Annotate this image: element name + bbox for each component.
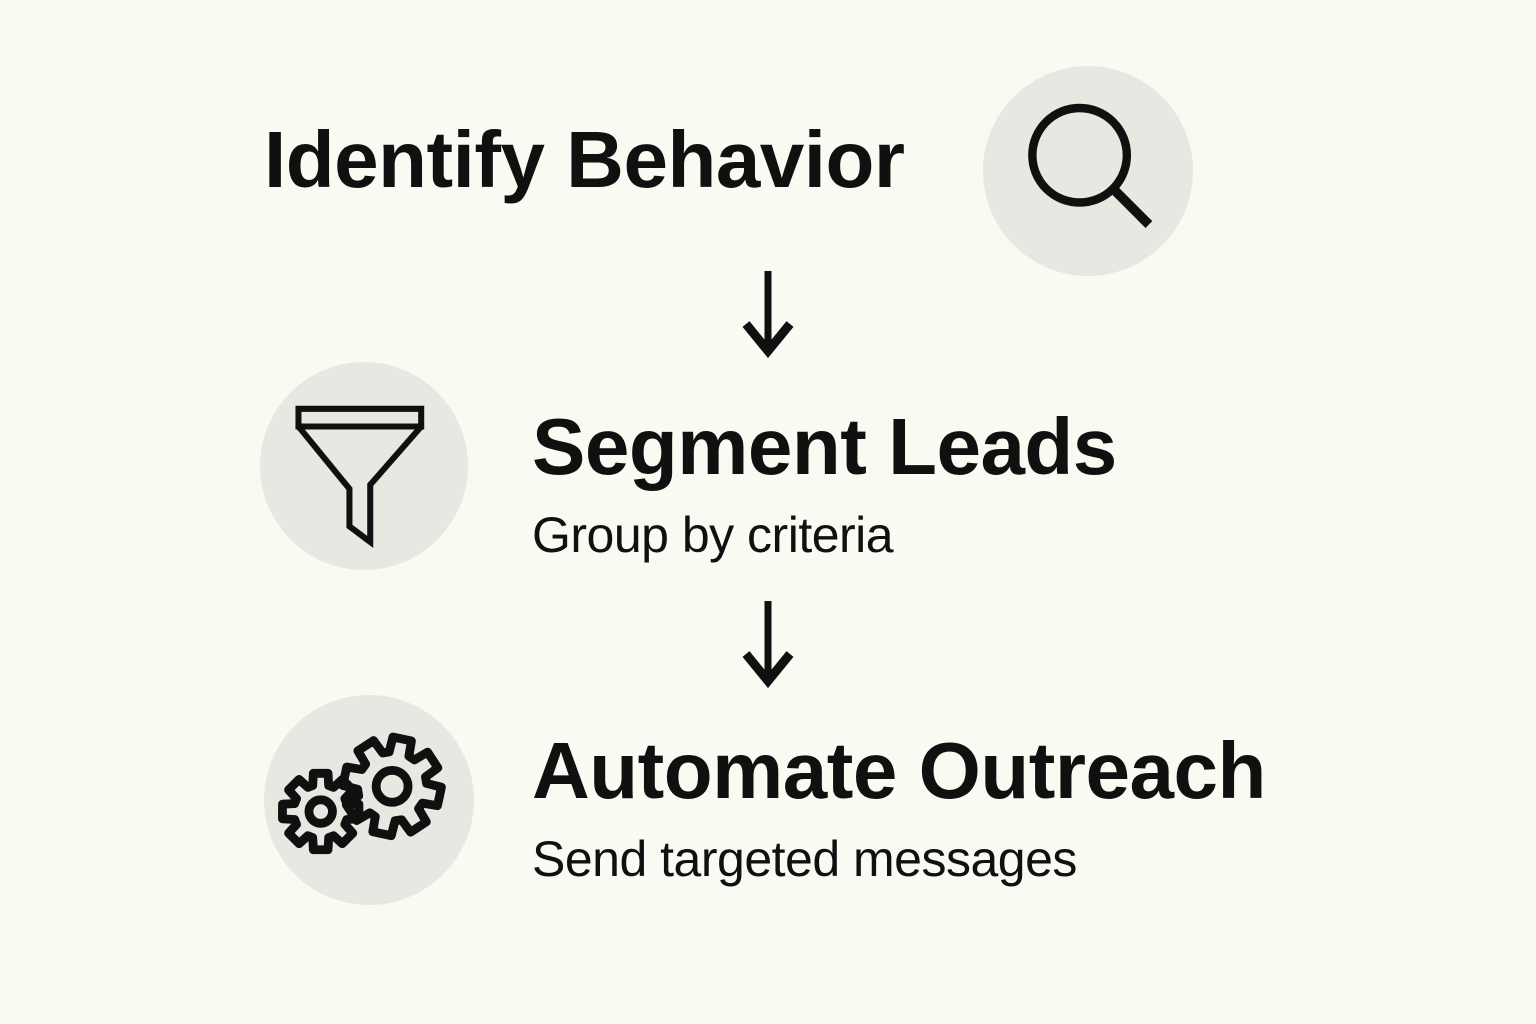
gears-icon <box>278 732 446 855</box>
gears-icon-badge <box>264 695 474 905</box>
down-arrow-icon <box>736 268 800 360</box>
step-subtitle-group-by-criteria: Group by criteria <box>532 507 894 563</box>
search-icon <box>1028 103 1153 228</box>
step-subtitle-send-targeted-messages: Send targeted messages <box>532 831 1077 887</box>
step-title-automate-outreach: Automate Outreach <box>532 726 1266 815</box>
down-arrow-icon <box>736 598 800 690</box>
funnel-icon <box>295 405 425 548</box>
search-icon-badge <box>983 66 1193 276</box>
step-block-segment-leads: Segment Leads Group by criteria <box>532 402 1117 563</box>
step-title-identify-behavior: Identify Behavior <box>264 115 905 204</box>
step-title-segment-leads: Segment Leads <box>532 402 1117 491</box>
funnel-icon-badge <box>260 362 468 570</box>
step-block-automate-outreach: Automate Outreach Send targeted messages <box>532 726 1266 887</box>
